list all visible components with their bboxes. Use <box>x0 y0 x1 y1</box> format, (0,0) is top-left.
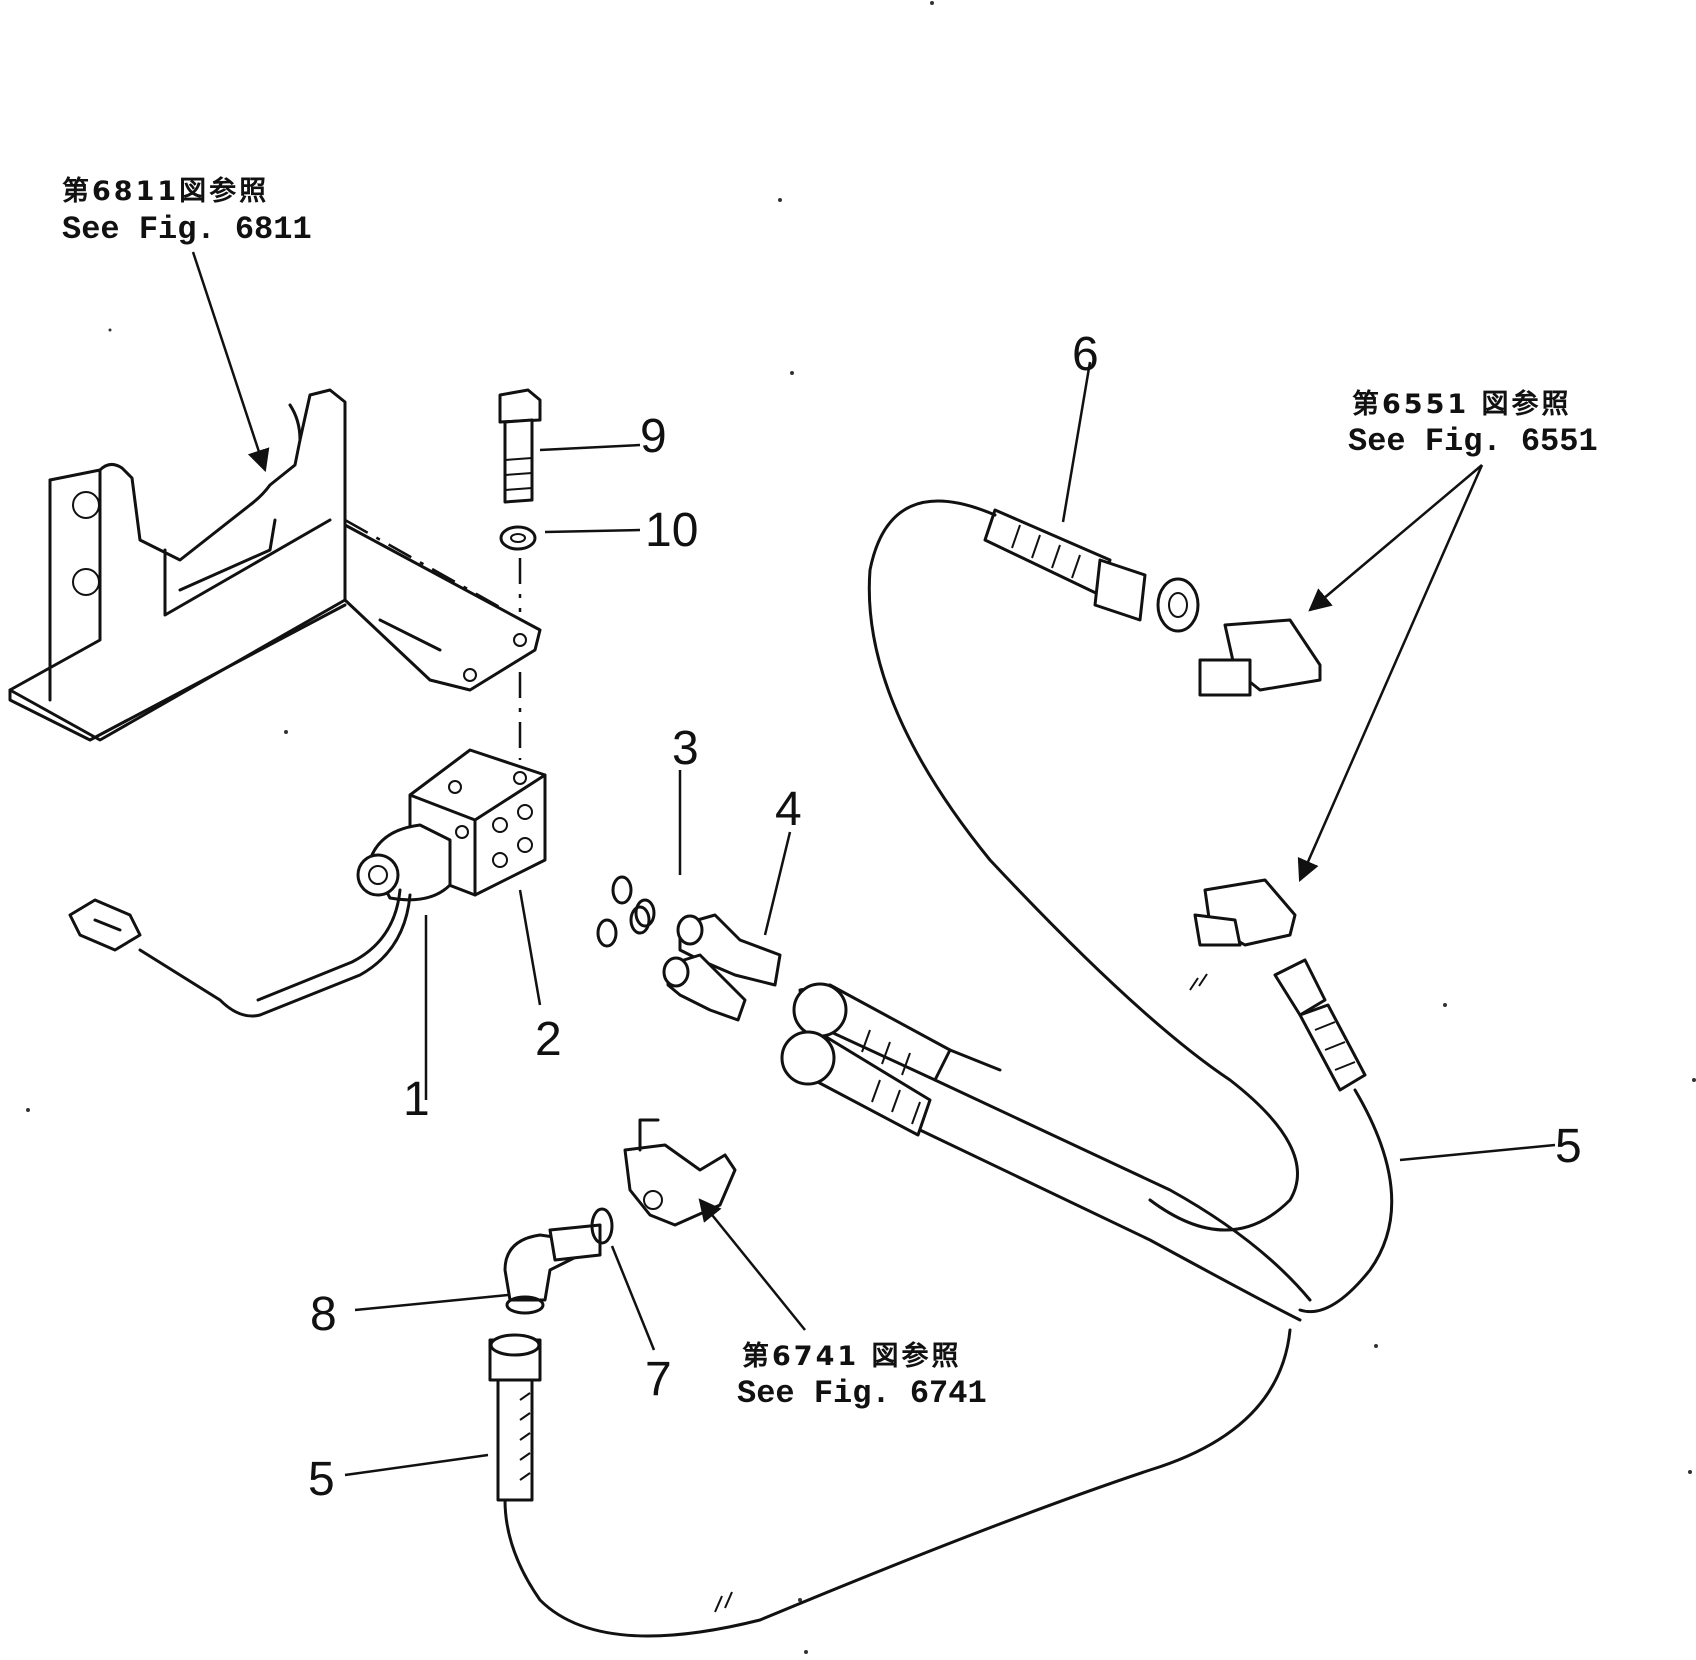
mounting-bracket <box>8 388 542 742</box>
callout-7: 7 <box>645 1353 672 1406</box>
ref-6811-jp: 第6811図参照 <box>62 175 269 207</box>
elbow-8 <box>503 1223 602 1315</box>
callout-5-right: 5 <box>1555 1120 1582 1173</box>
ref-6551-en: See Fig. 6551 <box>1348 423 1598 460</box>
o-ring-7 <box>590 1207 614 1245</box>
figure-reference-6741: 第6741 図参照 See Fig. 6741 <box>737 1340 987 1412</box>
callout-5-left: 5 <box>308 1453 335 1506</box>
bracket-axis-line <box>344 518 506 612</box>
hose-6 <box>867 499 1299 1232</box>
elbow-6741 <box>623 1118 737 1227</box>
ref-6741-jp: 第6741 図参照 <box>742 1340 962 1372</box>
hose-5-left <box>488 1333 542 1502</box>
figure-reference-6811: 第6811図参照 See Fig. 6811 <box>62 175 312 248</box>
bolt <box>498 388 542 504</box>
ref-6551-jp: 第6551 図参照 <box>1352 388 1572 420</box>
callout-3: 3 <box>672 722 699 775</box>
callout-4: 4 <box>775 783 802 836</box>
ref-6811-en: See Fig. 6811 <box>62 211 312 248</box>
callout-8: 8 <box>310 1288 337 1341</box>
scan-specks <box>26 1 1696 1654</box>
callout-6: 6 <box>1072 328 1099 381</box>
callout-9: 9 <box>640 410 667 463</box>
figure-reference-6551: 第6551 図参照 See Fig. 6551 <box>1348 388 1598 460</box>
hose-5-right <box>503 958 1394 1638</box>
solenoid-coil <box>68 823 452 1018</box>
callout-2: 2 <box>535 1013 562 1066</box>
ref-6741-en: See Fig. 6741 <box>737 1375 987 1412</box>
tee-fittings <box>1193 618 1322 947</box>
hose-pair <box>780 982 1312 1322</box>
callout-10: 10 <box>645 504 698 557</box>
elbow-fittings <box>662 913 782 1022</box>
leader-lines <box>191 251 1556 1477</box>
washer <box>499 525 537 551</box>
callout-numbers: 1 2 3 4 5 5 6 7 8 9 10 <box>308 328 1582 1506</box>
callout-1: 1 <box>403 1073 430 1126</box>
o-rings <box>596 875 656 948</box>
